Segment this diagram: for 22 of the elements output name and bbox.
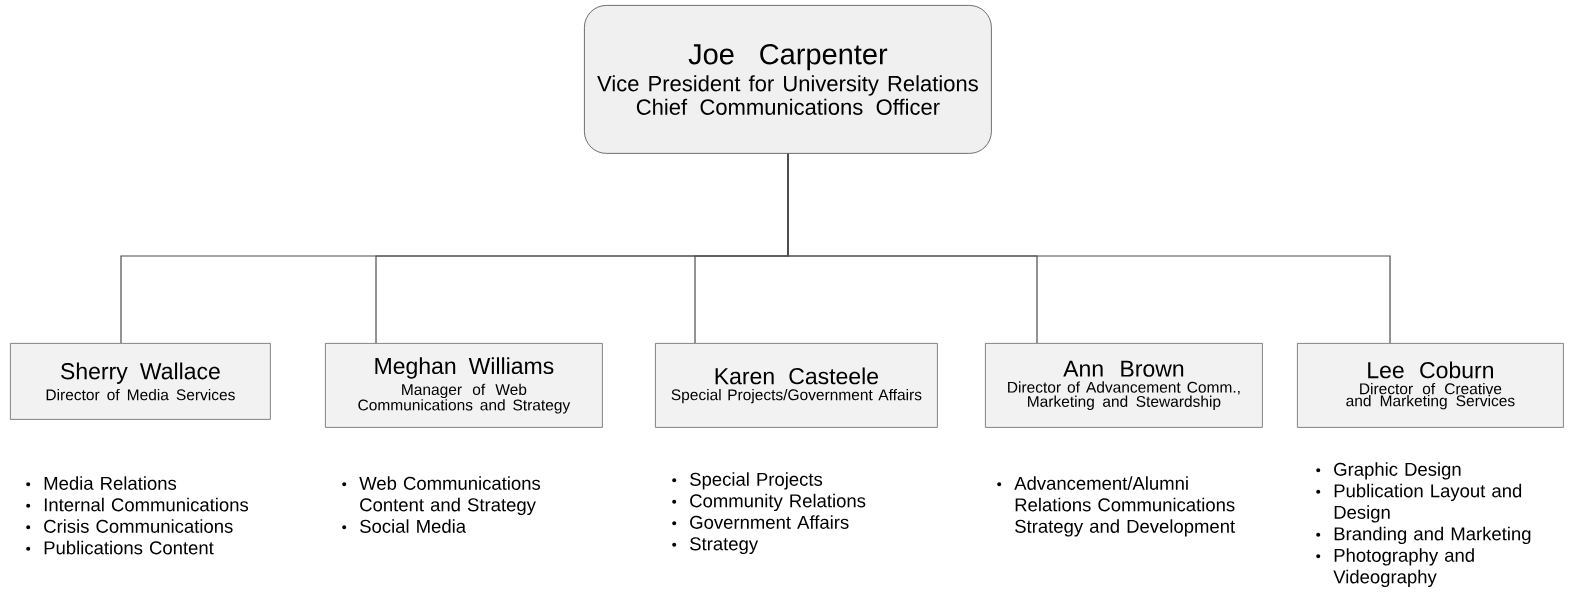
bullet-item: Advancement/Alumni Relations Communications Strategy and Development: [1014, 476, 1235, 537]
title-box: Joe Carpenter Vice President for University Relations Chief Communications Officer: [584, 5, 992, 154]
connector-line: [787, 153, 1391, 344]
bullet-item: Government Affairs: [690, 515, 849, 529]
person-box: Lee Coburn Director of Creative and Marketing Services: [1297, 343, 1564, 428]
bullet-item: Crisis Communications: [44, 519, 233, 533]
person-box: Sherry Wallace Director of Media Services: [10, 343, 271, 420]
bullet-item: Internal Communications: [44, 497, 249, 512]
person-box: Ann Brown Director of Advancement Comm., Marketing and Stewardship: [985, 343, 1263, 428]
bullet-item: Media Relations: [44, 476, 177, 490]
person-box: Karen Casteele Special Projects/Government Affairs: [655, 343, 938, 428]
bullet-item: Photography and Videography: [1333, 548, 1474, 588]
bullet-item: Social Media: [360, 519, 467, 533]
person-box: Meghan Williams Manager of Web Communications and Strategy: [325, 343, 603, 428]
bullet-item: Web Communications Content and Strategy: [359, 476, 541, 516]
bullet-item: Community Relations: [690, 493, 866, 512]
bullet-item: Publications Content: [44, 540, 214, 555]
bullet-item: Graphic Design: [1334, 462, 1461, 480]
bullet-item: Special Projects: [690, 472, 823, 490]
bullet-item: Branding and Marketing: [1334, 526, 1531, 545]
bullet-item: Publication Layout and Design: [1334, 483, 1522, 523]
bullet-item: Strategy: [690, 537, 759, 555]
